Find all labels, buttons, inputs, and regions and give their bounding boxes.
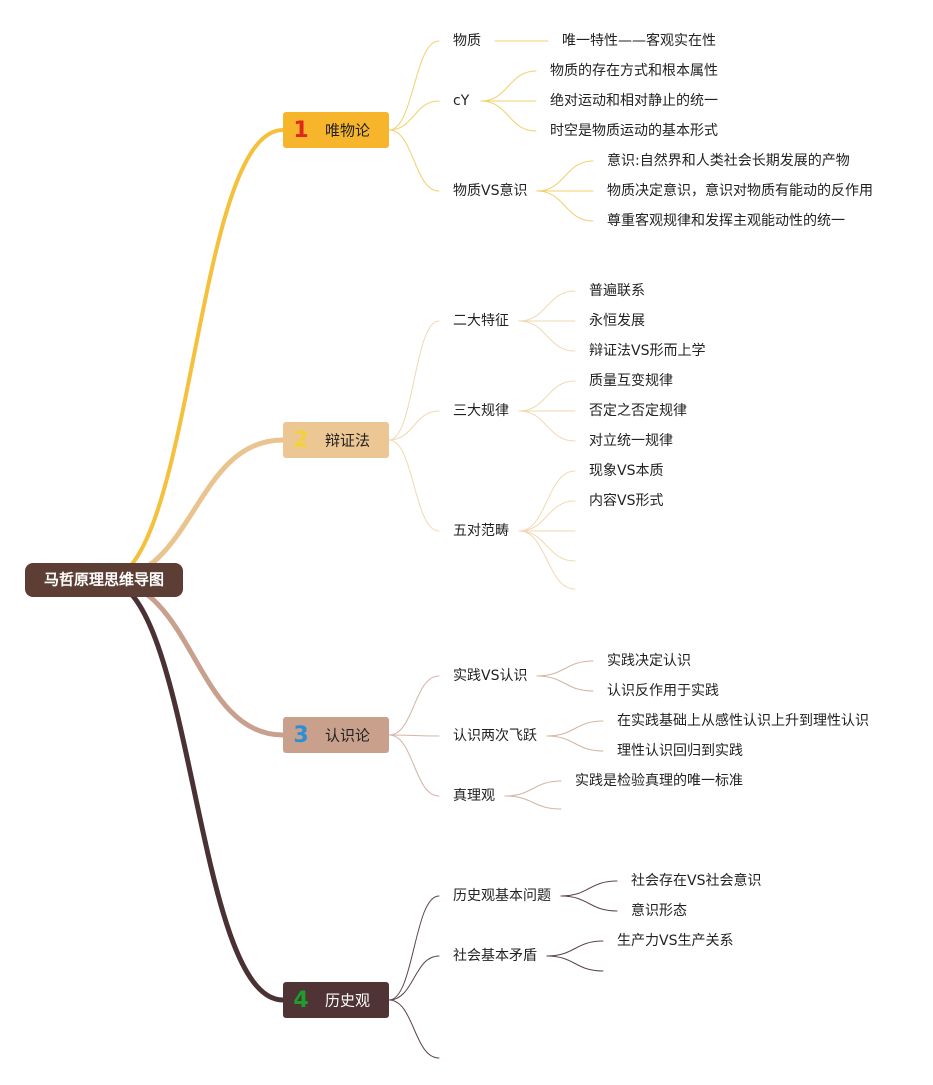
leaf-node-3-2-1: 在实践基础上从感性认识上升到理性认识 (617, 712, 869, 729)
topic-node-4-2: 社会基本矛盾 (453, 947, 537, 964)
branch-number-1: 1 (293, 118, 308, 143)
leaf-line-4-1-2 (560, 895, 618, 912)
branch-label-3: 认识论 (325, 727, 370, 745)
leaf-line-2-3-5 (518, 530, 576, 590)
leaf-line-3-3-2 (504, 795, 562, 810)
leaf-line-4-2-2 (546, 955, 604, 972)
leaf-node-2-1-3: 辩证法VS形而上学 (589, 343, 705, 359)
trunk-line-4 (102, 577, 286, 1003)
leaf-node-2-1-2: 永恒发展 (589, 313, 645, 329)
branch-number-2: 2 (293, 428, 308, 453)
topic-node-1-1: 物质 (453, 33, 481, 49)
sub-line-4-1 (388, 895, 440, 1001)
leaf-node-4-2-1: 生产力VS生产关系 (617, 933, 733, 949)
trunk-line-1 (103, 128, 285, 582)
sub-line-4-2 (388, 955, 440, 1001)
branch-node-4[interactable] (283, 982, 389, 1018)
leaf-line-3-2-1 (546, 720, 604, 737)
sub-line-3-1 (388, 675, 440, 736)
sub-line-2-3 (388, 439, 440, 532)
leaf-node-4-1-1: 社会存在VS社会意识 (631, 872, 761, 889)
leaf-line-1-2-3 (480, 100, 537, 132)
leaf-node-2-3-1: 现象VS本质 (589, 463, 663, 479)
leaf-line-1-3-3 (536, 190, 594, 222)
sub-line-1-1 (388, 40, 440, 131)
leaf-node-1-3-2: 物质决定意识，意识对物质有能动的反作用 (607, 182, 873, 199)
leaf-node-1-2-3: 时空是物质运动的基本形式 (550, 122, 718, 139)
branch-label-4: 历史观 (325, 992, 370, 1010)
leaf-node-2-3-2: 内容VS形式 (589, 492, 663, 509)
leaf-line-4-2-1 (546, 940, 604, 957)
connector-lines (102, 40, 618, 1059)
leaf-node-4-1-2: 意识形态 (631, 902, 687, 919)
sub-line-3-2 (388, 734, 440, 737)
topic-node-4-1: 历史观基本问题 (453, 887, 551, 904)
leaf-line-3-1-1 (536, 660, 594, 677)
topic-node-2-2: 三大规律 (453, 403, 509, 419)
branch-label-2: 辩证法 (325, 432, 370, 450)
leaf-line-4-1-1 (560, 880, 618, 897)
leaf-node-1-2-1: 物质的存在方式和根本属性 (550, 63, 718, 79)
leaf-line-3-2-2 (546, 735, 604, 752)
leaf-line-2-2-1 (518, 380, 576, 412)
leaf-line-2-3-4 (518, 530, 576, 562)
topic-node-2-3: 五对范畴 (453, 522, 509, 539)
topic-node-1-2: cY (453, 93, 470, 109)
trunk-line-2 (102, 437, 286, 583)
topic-node-3-2: 认识两次飞跃 (453, 728, 537, 744)
sub-line-2-2 (388, 410, 440, 441)
leaf-line-3-1-2 (536, 675, 594, 692)
leaf-node-2-2-2: 否定之否定规律 (589, 403, 687, 419)
leaf-line-3-3-1 (504, 780, 562, 797)
topic-node-3-3: 真理观 (453, 788, 495, 804)
leaf-node-2-1-1: 普遍联系 (589, 283, 645, 299)
leaf-line-2-1-1 (518, 290, 576, 322)
root-node[interactable] (25, 563, 183, 597)
sub-line-1-2 (388, 100, 440, 131)
topic-node-2-1: 二大特征 (453, 313, 509, 329)
leaf-node-2-2-1: 质量互变规律 (589, 373, 673, 389)
leaf-node-3-3-1: 实践是检验真理的唯一标准 (575, 773, 743, 789)
leaf-node-3-1-1: 实践决定认识 (607, 653, 691, 669)
trunk-line-3 (102, 577, 286, 738)
sub-line-1-3 (388, 129, 440, 192)
leaf-node-3-1-2: 认识反作用于实践 (607, 683, 719, 699)
branch-node-3[interactable] (283, 717, 389, 753)
branch-node-2[interactable] (283, 422, 389, 458)
leaf-node-1-2-2: 绝对运动和相对静止的统一 (550, 93, 718, 109)
leaf-line-2-3-2 (518, 500, 576, 532)
topic-node-3-1: 实践VS认识 (453, 668, 527, 684)
sub-line-3-3 (388, 734, 440, 797)
root-node-label: 马哲原理思维导图 (44, 571, 164, 589)
leaf-node-1-3-1: 意识:自然界和人类社会长期发展的产物 (607, 152, 850, 169)
leaf-node-2-2-3: 对立统一规律 (589, 433, 673, 449)
sub-line-2-1 (388, 320, 440, 441)
branch-node-1[interactable] (283, 112, 389, 148)
mind-map-nodes: 马哲原理思维导图 1 唯物论 物质 唯一特性——客观实在性 cY 物质的存在方式和根本属性绝… (25, 32, 873, 1018)
leaf-line-2-3-1 (518, 470, 576, 532)
leaf-node-1-3-3: 尊重客观规律和发挥主观能动性的统一 (607, 212, 845, 229)
leaf-line-2-2-3 (518, 410, 576, 442)
sub-line-4-3 (388, 999, 440, 1059)
leaf-line-2-1-3 (518, 320, 576, 352)
leaf-node-1-1-1: 唯一特性——客观实在性 (562, 32, 716, 49)
leaf-node-3-2-2: 理性认识回归到实践 (617, 742, 743, 759)
branch-number-4: 4 (293, 988, 308, 1013)
leaf-line-1-3-1 (536, 160, 594, 192)
topic-node-1-3: 物质VS意识 (453, 182, 527, 199)
branch-number-3: 3 (293, 723, 308, 748)
branch-label-1: 唯物论 (325, 122, 370, 140)
leaf-line-1-2-1 (480, 70, 537, 102)
